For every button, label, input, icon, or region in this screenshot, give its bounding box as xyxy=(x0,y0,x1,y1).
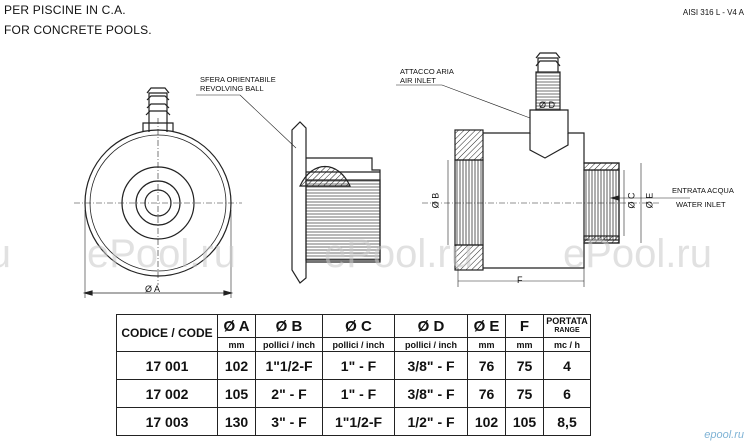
table-header-row: CODICE / CODE Ø A Ø B Ø C Ø D Ø E F PORT… xyxy=(116,314,591,352)
cell-d: 3/8" - F xyxy=(394,379,468,408)
unit-d: pollici / inch xyxy=(394,337,468,352)
dim-f-label: F xyxy=(517,275,523,285)
watermark-2: ePool.ru xyxy=(87,232,236,276)
table-row: 17 001 102 1"1/2-F 1" - F 3/8" - F 76 75… xyxy=(116,351,591,380)
cell-f: 75 xyxy=(505,351,544,380)
unit-b: pollici / inch xyxy=(255,337,323,352)
cell-code: 17 002 xyxy=(116,379,218,408)
unit-f: mm xyxy=(505,337,544,352)
header-code: CODICE / CODE xyxy=(116,314,218,352)
table-row: 17 002 105 2" - F 1" - F 3/8" - F 76 75 … xyxy=(116,379,591,408)
header-col-b: Ø B xyxy=(255,314,323,338)
label-ball-it: SFERA ORIENTABILE xyxy=(200,75,276,84)
dim-d-label: Ø D xyxy=(539,100,556,110)
header-flow: PORTATA RANGE xyxy=(543,314,591,338)
cell-b: 3" - F xyxy=(255,407,323,436)
table-units-row: mm pollici / inch pollici / inch pollici… xyxy=(117,337,591,352)
header-flow-en: RANGE xyxy=(554,327,580,334)
label-ball-en: REVOLVING BALL xyxy=(200,84,264,93)
cell-c: 1"1/2-F xyxy=(322,407,395,436)
header-col-f: F xyxy=(505,314,544,338)
label-air-it: ATTACCO ARIA xyxy=(400,67,454,76)
cell-b: 2" - F xyxy=(255,379,323,408)
cell-flow: 6 xyxy=(543,379,591,408)
dim-a-label: Ø A xyxy=(145,284,161,294)
cell-d: 1/2" - F xyxy=(394,407,468,436)
header-col-c: Ø C xyxy=(322,314,395,338)
brand-logo: epool.ru xyxy=(704,429,744,441)
watermark-4: ePool.ru xyxy=(563,232,712,276)
cell-d: 3/8" - F xyxy=(394,351,468,380)
section-view xyxy=(396,52,690,287)
label-water-it: ENTRATA ACQUA xyxy=(672,186,734,195)
unit-c: pollici / inch xyxy=(322,337,395,352)
cell-f: 75 xyxy=(505,379,544,408)
watermark-3: ePool.ru xyxy=(324,232,473,276)
cell-code: 17 001 xyxy=(116,351,218,380)
header-col-a: Ø A xyxy=(217,314,256,338)
header-line-1: PER PISCINE IN C.A. xyxy=(4,3,126,17)
cell-f: 105 xyxy=(505,407,544,436)
label-air-en: AIR INLET xyxy=(400,76,436,85)
dim-b-label: Ø B xyxy=(430,192,441,209)
unit-e: mm xyxy=(467,337,506,352)
spec-table: CODICE / CODE Ø A Ø B Ø C Ø D Ø E F PORT… xyxy=(116,314,591,436)
dim-e-label: Ø E xyxy=(644,192,655,209)
table-row: 17 003 130 3" - F 1"1/2-F 1/2" - F 102 1… xyxy=(116,407,591,436)
front-view xyxy=(74,87,242,298)
cell-a: 102 xyxy=(217,351,256,380)
cell-flow: 8,5 xyxy=(543,407,591,436)
side-view-ball xyxy=(196,94,381,284)
cell-flow: 4 xyxy=(543,351,591,380)
material-spec: AISI 316 L - V4 A xyxy=(682,8,744,17)
header-flow-it: PORTATA xyxy=(546,316,588,326)
header-line-2: FOR CONCRETE POOLS. xyxy=(4,23,152,37)
cell-b: 1"1/2-F xyxy=(255,351,323,380)
unit-a: mm xyxy=(217,337,256,352)
dim-c-label: Ø C xyxy=(626,192,637,209)
unit-flow: mc / h xyxy=(543,337,591,352)
cell-e: 76 xyxy=(467,379,506,408)
cell-a: 105 xyxy=(217,379,256,408)
cell-e: 102 xyxy=(467,407,506,436)
header-col-d: Ø D xyxy=(394,314,468,338)
cell-e: 76 xyxy=(467,351,506,380)
cell-code: 17 003 xyxy=(116,407,218,436)
cell-c: 1" - F xyxy=(322,379,395,408)
header-col-e: Ø E xyxy=(467,314,506,338)
label-water-en: WATER INLET xyxy=(676,200,726,209)
cell-a: 130 xyxy=(217,407,256,436)
cell-c: 1" - F xyxy=(322,351,395,380)
watermark-1: ePool.ru xyxy=(0,232,11,277)
